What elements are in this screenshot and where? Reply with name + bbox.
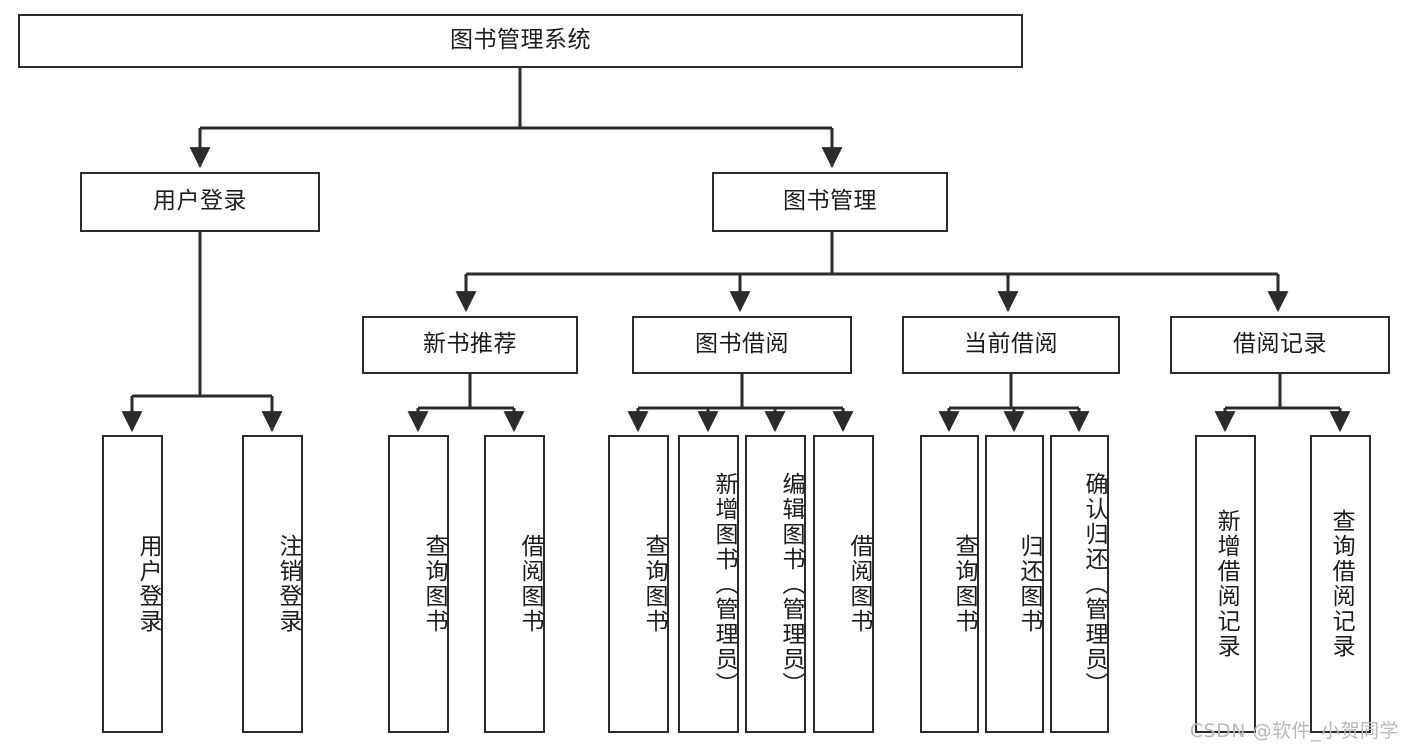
leaf-borrow-books[interactable]: 借阅图书 — [813, 435, 874, 733]
node-label: 确认归还（管理员） — [1081, 471, 1107, 697]
leaf-logout[interactable]: 注销登录 — [242, 435, 303, 733]
leaf-add-borrow-record[interactable]: 新增借阅记录 — [1195, 435, 1256, 733]
node-label: 归还图书 — [1016, 534, 1042, 634]
leaf-add-book-admin[interactable]: 新增图书（管理员） — [678, 435, 739, 733]
node-label: 用户登录 — [135, 534, 161, 634]
node-label: 新书推荐 — [423, 331, 517, 358]
leaf-user-login[interactable]: 用户登录 — [102, 435, 163, 733]
node-label: 用户登录 — [153, 188, 247, 215]
node-label: 新增图书（管理员） — [711, 471, 737, 697]
leaf-query-books-borrowing[interactable]: 查询图书 — [608, 435, 669, 733]
node-label: 借阅图书 — [517, 534, 543, 634]
leaf-edit-book-admin[interactable]: 编辑图书（管理员） — [745, 435, 806, 733]
node-label: 注销登录 — [275, 534, 301, 634]
leaf-borrow-books-recommend[interactable]: 借阅图书 — [484, 435, 545, 733]
node-label: 新增借阅记录 — [1213, 509, 1240, 659]
node-label: 当前借阅 — [964, 331, 1058, 358]
node-label: 图书借阅 — [695, 331, 789, 358]
node-label: 查询图书 — [641, 534, 667, 634]
node-book-management[interactable]: 图书管理 — [712, 172, 948, 232]
leaf-query-borrow-record[interactable]: 查询借阅记录 — [1310, 435, 1371, 733]
node-borrow-records[interactable]: 借阅记录 — [1170, 316, 1390, 374]
node-label: 编辑图书（管理员） — [778, 471, 804, 697]
node-current-borrowing[interactable]: 当前借阅 — [902, 316, 1120, 374]
leaf-confirm-return-admin[interactable]: 确认归还（管理员） — [1050, 435, 1109, 733]
node-label: 借阅图书 — [846, 534, 872, 634]
node-label: 查询图书 — [951, 534, 977, 634]
leaf-query-books-current[interactable]: 查询图书 — [920, 435, 979, 733]
node-book-borrowing[interactable]: 图书借阅 — [632, 316, 852, 374]
node-label: 查询图书 — [421, 534, 447, 634]
node-label: 图书管理系统 — [450, 27, 591, 54]
node-label: 借阅记录 — [1233, 331, 1327, 358]
node-new-book-recommendation[interactable]: 新书推荐 — [362, 316, 578, 374]
node-label: 图书管理 — [783, 188, 877, 215]
node-root-book-management-system[interactable]: 图书管理系统 — [18, 14, 1023, 68]
watermark-text: CSDN @软件_小贺同学 — [1189, 720, 1399, 742]
leaf-return-books[interactable]: 归还图书 — [985, 435, 1044, 733]
node-user-login[interactable]: 用户登录 — [80, 172, 320, 232]
leaf-query-books-recommend[interactable]: 查询图书 — [388, 435, 449, 733]
node-label: 查询借阅记录 — [1328, 509, 1355, 659]
